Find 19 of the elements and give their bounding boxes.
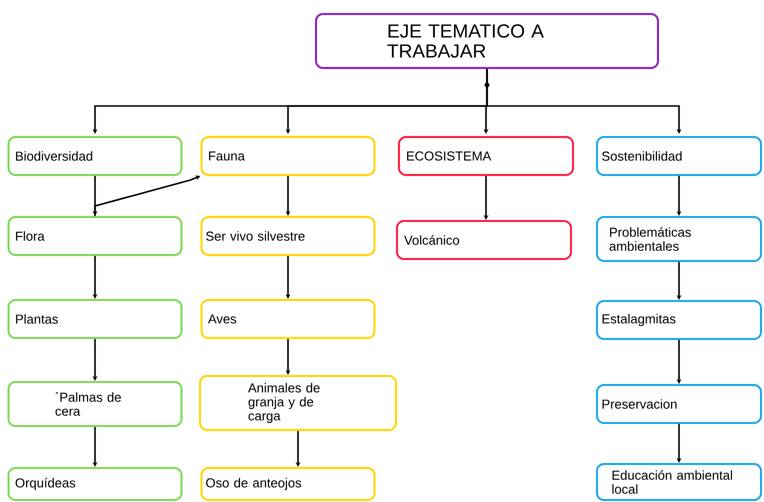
topic-box: Oso de anteojos — [200, 467, 376, 501]
topic-box: Preservacion — [596, 384, 762, 424]
topic-box: Aves — [200, 299, 376, 339]
topic-box: Problemáticas ambientales — [596, 216, 762, 262]
topic-box: Ser vivo silvestre — [200, 216, 376, 256]
topic-box: Fauna — [200, 136, 376, 176]
topic-box: Orquídeas — [8, 467, 182, 501]
topic-box: ECOSISTEMA — [398, 136, 574, 176]
connector — [94, 176, 200, 216]
title-box: EJE TEMATICO A TRABAJAR — [315, 13, 659, 69]
topic-box: Flora — [8, 216, 182, 256]
topic-box: Estalagmitas — [596, 300, 762, 340]
topic-box: ´Palmas de cera — [8, 381, 182, 427]
topic-box: Volcánico — [396, 220, 572, 260]
topic-box: Sostenibilidad — [596, 136, 762, 176]
topic-box: Animales de granja y de carga — [199, 375, 397, 431]
topic-box: Educación ambiental local — [596, 463, 762, 501]
topic-box: Plantas — [8, 299, 182, 339]
topic-box: Biodiversidad — [8, 136, 182, 176]
